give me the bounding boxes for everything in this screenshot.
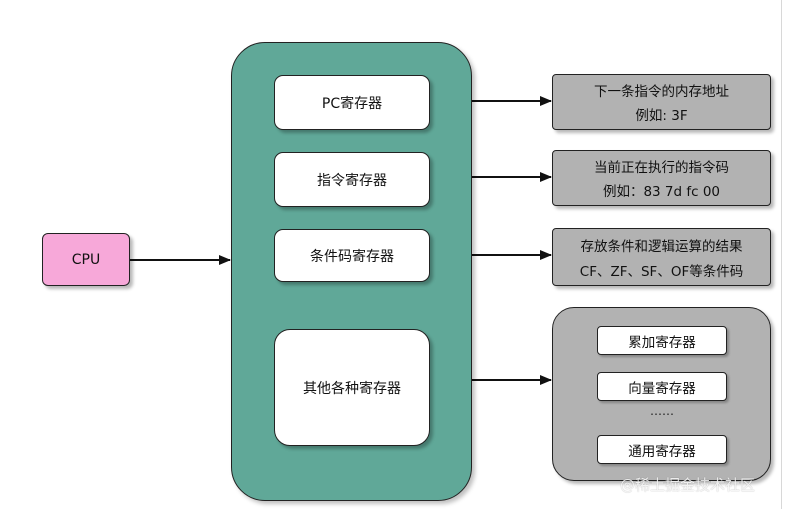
page-edge-line (781, 0, 782, 509)
pc-register-label: PC寄存器 (321, 95, 383, 112)
cpu-box: CPU (42, 233, 130, 286)
condition-code-description-box: 存放条件和逻辑运算的结果 CF、ZF、SF、OF等条件码 (552, 228, 771, 286)
accumulator-register-label: 累加寄存器 (628, 334, 696, 351)
instruction-register-box: 指令寄存器 (274, 152, 430, 207)
pc-register-box: PC寄存器 (274, 75, 430, 130)
instruction-register-label: 指令寄存器 (317, 172, 387, 189)
pc-description-line1: 下一条指令的内存地址 (594, 84, 729, 100)
instruction-description-line1: 当前正在执行的指令码 (594, 160, 729, 176)
vector-register-box: 向量寄存器 (597, 372, 727, 401)
watermark: @稀土掘金技术社区 (620, 476, 756, 494)
other-registers-box: 其他各种寄存器 (274, 329, 430, 446)
accumulator-register-box: 累加寄存器 (597, 326, 727, 355)
condition-code-register-box: 条件码寄存器 (274, 229, 430, 282)
other-registers-label: 其他各种寄存器 (303, 380, 401, 397)
instruction-description-box: 当前正在执行的指令码 例如：83 7d fc 00 (552, 150, 771, 206)
condition-code-register-label: 条件码寄存器 (310, 248, 394, 265)
vector-register-label: 向量寄存器 (628, 380, 696, 397)
list-ellipsis: …… (650, 404, 674, 418)
condition-code-description-line1: 存放条件和逻辑运算的结果 (580, 238, 743, 255)
general-register-label: 通用寄存器 (628, 443, 696, 460)
instruction-description-line2: 例如：83 7d fc 00 (602, 184, 721, 200)
pc-description-box: 下一条指令的内存地址 例如: 3F (552, 74, 771, 130)
cpu-label: CPU (71, 251, 101, 268)
condition-code-description-line2: CF、ZF、SF、OF等条件码 (579, 263, 744, 280)
general-register-box: 通用寄存器 (597, 435, 727, 464)
pc-description-line2: 例如: 3F (635, 108, 688, 124)
